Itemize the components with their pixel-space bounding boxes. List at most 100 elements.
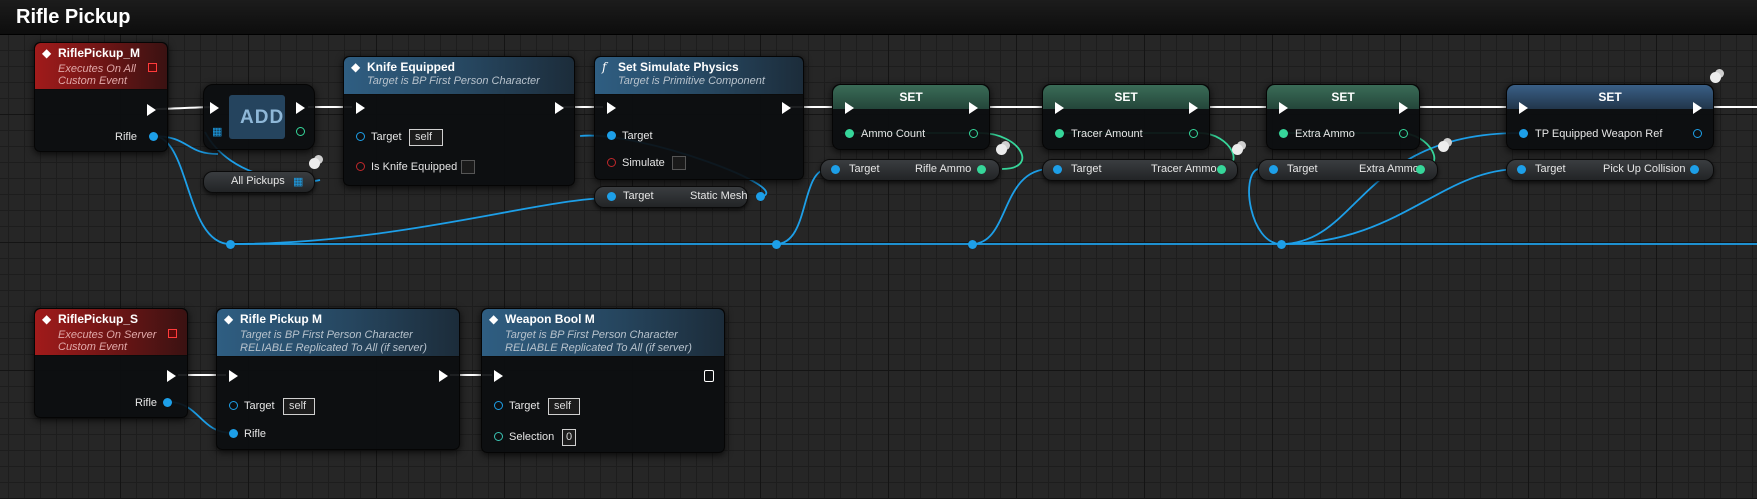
pin-label: Simulate (622, 157, 665, 169)
exec-in-pin[interactable] (845, 102, 854, 114)
data-wire-getter4a (1280, 132, 1521, 245)
tp-equipped-weapon-ref-in-pin[interactable] (1519, 129, 1528, 138)
selection-in-pin[interactable] (494, 432, 503, 441)
target-self-field[interactable]: self (283, 398, 315, 415)
exec-in-pin[interactable] (1055, 102, 1064, 114)
set-node-ammo-count[interactable]: SET Ammo Count (832, 84, 990, 150)
array-grid-icon[interactable]: ▦ (212, 126, 223, 138)
add-node[interactable]: ADD ▦ (203, 84, 315, 150)
set-node-extra-ammo[interactable]: SET Extra Ammo (1266, 84, 1420, 150)
target-in-pin[interactable] (607, 131, 616, 140)
simulate-in-pin[interactable] (607, 158, 616, 167)
rifle-ammo-getter[interactable]: Target Rifle Ammo (820, 159, 1000, 181)
pick-up-collision-out-pin[interactable] (1690, 165, 1699, 174)
target-in-pin[interactable] (831, 165, 840, 174)
reroute-knot-1[interactable] (226, 240, 235, 249)
exec-in-pin[interactable] (356, 102, 365, 114)
extra-ammo-out-pin[interactable] (1416, 165, 1425, 174)
node-header: ◆ Weapon Bool M Target is BP First Perso… (482, 309, 724, 357)
target-in-pin[interactable] (1053, 165, 1062, 174)
reroute-knot-2[interactable] (772, 240, 781, 249)
pin-label: Rifle (115, 131, 138, 143)
tracer-ammo-out-pin[interactable] (1217, 165, 1226, 174)
exec-out-pin[interactable] (969, 102, 978, 114)
rifle-ammo-out-pin[interactable] (977, 165, 986, 174)
exec-in-pin[interactable] (1279, 102, 1288, 114)
set-node-tracer-amount[interactable]: SET Tracer Amount (1042, 84, 1210, 150)
add-box (229, 95, 285, 139)
data-wire-getter3 (1248, 168, 1282, 245)
event-node-riflepickup-m[interactable]: ◆ RiflePickup_M Executes On All Custom E… (34, 42, 168, 152)
simulate-checkbox[interactable] (672, 156, 686, 170)
ammo-count-in-pin[interactable] (845, 129, 854, 138)
target-in-pin[interactable] (1517, 165, 1526, 174)
is-knife-equipped-checkbox[interactable] (461, 160, 475, 174)
comment-bubble-icon[interactable] (1438, 141, 1449, 152)
extra-ammo-out-pin[interactable] (1399, 129, 1408, 138)
pin-label: Ammo Count (861, 128, 926, 140)
data-wire-getter4b (1280, 168, 1521, 245)
target-self-field[interactable]: self (548, 398, 580, 415)
ammo-count-out-pin[interactable] (969, 129, 978, 138)
rifle-in-pin[interactable] (229, 429, 238, 438)
pick-up-collision-getter[interactable]: Target Pick Up Collision (1506, 159, 1714, 181)
exec-out-pin[interactable] (439, 370, 448, 382)
extra-ammo-getter[interactable]: Target Extra Ammo (1258, 159, 1438, 181)
exec-out-pin[interactable] (296, 102, 305, 114)
node-subtitle: Target is BP First Person Character (367, 75, 540, 87)
static-mesh-out-pin[interactable] (756, 192, 765, 201)
static-mesh-getter[interactable]: Target Static Mesh (594, 186, 765, 208)
reroute-knot-3[interactable] (968, 240, 977, 249)
target-in-pin[interactable] (494, 401, 503, 410)
exec-in-pin[interactable] (607, 102, 616, 114)
comment-bubble-icon[interactable] (1710, 72, 1721, 83)
exec-in-pin[interactable] (229, 370, 238, 382)
exec-in-pin[interactable] (494, 370, 503, 382)
exec-in-pin[interactable] (210, 102, 219, 114)
set-header: SET (833, 85, 989, 109)
event-node-riflepickup-s[interactable]: ◆ RiflePickup_S Executes On Server Custo… (34, 308, 188, 418)
exec-out-pin[interactable] (1189, 102, 1198, 114)
set-header: SET (1043, 85, 1209, 109)
exec-out-pin[interactable] (1693, 102, 1702, 114)
target-in-pin[interactable] (229, 401, 238, 410)
exec-out-pin[interactable] (147, 104, 156, 116)
bool-in-pin[interactable] (356, 162, 365, 171)
exec-out-pin[interactable] (782, 102, 791, 114)
exec-in-pin[interactable] (1519, 102, 1528, 114)
pill-value-label: Static Mesh (690, 190, 748, 202)
extra-ammo-in-pin[interactable] (1279, 129, 1288, 138)
all-pickups-getter[interactable]: All Pickups ▦ (203, 171, 315, 193)
set-node-tp-equipped-weapon-ref[interactable]: SET TP Equipped Weapon Ref (1506, 84, 1714, 150)
selection-field[interactable]: 0 (562, 429, 576, 446)
pill-value-label: Extra Ammo (1359, 163, 1419, 175)
comment-bubble-icon[interactable] (1232, 144, 1243, 155)
rifle-out-pin[interactable] (149, 132, 158, 141)
target-in-pin[interactable] (356, 132, 365, 141)
rifle-out-pin[interactable] (163, 398, 172, 407)
tracer-ammo-getter[interactable]: Target Tracer Ammo (1042, 159, 1238, 181)
exec-out-pin[interactable] (167, 370, 176, 382)
target-in-pin[interactable] (1269, 165, 1278, 174)
tracer-amount-in-pin[interactable] (1055, 129, 1064, 138)
node-subtitle: Executes On Server (58, 329, 157, 341)
target-self-field[interactable]: self (409, 129, 443, 146)
exec-out-pin[interactable] (1399, 102, 1408, 114)
comment-bubble-icon[interactable] (996, 144, 1007, 155)
index-out-pin[interactable] (296, 127, 305, 136)
comment-bubble-icon[interactable] (309, 158, 320, 169)
target-in-pin[interactable] (607, 192, 616, 201)
tp-equipped-weapon-ref-out-pin[interactable] (1693, 129, 1702, 138)
function-diamond-icon: ◆ (224, 312, 234, 326)
function-node-set-simulate-physics[interactable]: f Set Simulate Physics Target is Primiti… (594, 56, 804, 180)
function-node-weapon-bool-m[interactable]: ◆ Weapon Bool M Target is BP First Perso… (481, 308, 725, 453)
exec-out-pin[interactable] (704, 370, 714, 382)
data-wire-getter2 (971, 168, 1051, 245)
reroute-knot-4[interactable] (1277, 240, 1286, 249)
array-grid-icon[interactable]: ▦ (293, 176, 304, 188)
tracer-amount-out-pin[interactable] (1189, 129, 1198, 138)
node-subtitle: Target is BP First Person Character (505, 329, 678, 341)
function-node-rifle-pickup-m[interactable]: ◆ Rifle Pickup M Target is BP First Pers… (216, 308, 460, 450)
function-node-knife-equipped[interactable]: ◆ Knife Equipped Target is BP First Pers… (343, 56, 575, 186)
exec-out-pin[interactable] (555, 102, 564, 114)
